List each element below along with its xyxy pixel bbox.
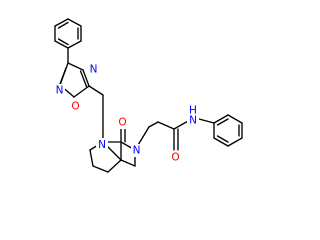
bond xyxy=(59,67,67,85)
bond xyxy=(89,149,94,167)
bond xyxy=(88,85,104,96)
bond xyxy=(82,69,90,87)
structure-diagram: N N O N O N O H N xyxy=(54,18,243,173)
bond xyxy=(67,62,84,71)
label-background xyxy=(187,114,199,127)
label-background xyxy=(170,151,181,164)
label-background xyxy=(88,63,99,76)
oxygen-label: O xyxy=(118,117,126,129)
bond xyxy=(216,135,229,143)
bond xyxy=(54,40,69,49)
bond xyxy=(148,121,159,128)
bond xyxy=(57,21,69,29)
oxygen-label: O xyxy=(171,152,179,164)
bond xyxy=(213,137,229,147)
bond xyxy=(120,159,136,167)
label-background xyxy=(117,116,128,129)
bond xyxy=(213,114,229,124)
bond xyxy=(57,38,69,46)
label-background xyxy=(187,104,207,117)
bond xyxy=(198,118,215,124)
phenyl-ring-right xyxy=(213,114,243,147)
phenyl-ring-top xyxy=(54,18,82,49)
bond xyxy=(79,70,88,88)
bond xyxy=(67,40,82,49)
nitrogen-label: N xyxy=(56,85,64,97)
nitrogen-label: N xyxy=(133,145,141,157)
bond xyxy=(54,18,69,27)
nitrogen-label: N xyxy=(189,115,197,127)
bond xyxy=(227,114,243,124)
label-background xyxy=(96,138,108,152)
bond xyxy=(107,159,122,173)
bond xyxy=(92,165,109,173)
bond xyxy=(73,85,90,98)
bond xyxy=(157,121,175,130)
nitrogen-label: N xyxy=(90,64,98,76)
bond xyxy=(67,18,82,27)
oxygen-label: O xyxy=(71,101,79,113)
label-background xyxy=(54,84,65,97)
label-background xyxy=(70,100,81,113)
nitrogen-label: N xyxy=(98,139,106,151)
label-background xyxy=(131,144,142,157)
hydrogen-label: H xyxy=(189,105,197,117)
bond xyxy=(227,137,243,147)
bond xyxy=(216,118,229,126)
molecule-canvas: N N O N O N O H N xyxy=(54,18,243,173)
